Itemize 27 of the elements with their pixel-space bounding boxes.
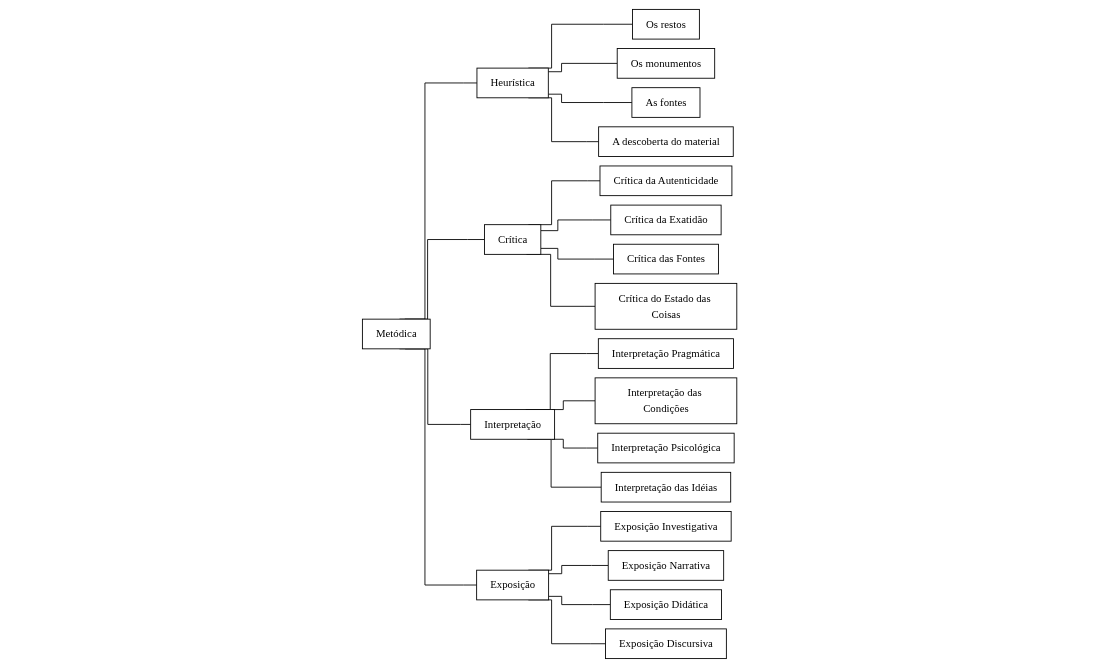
connector: [547, 62, 618, 73]
connector: [548, 565, 609, 575]
node-box: Exposição Didática: [609, 589, 722, 620]
connector: [548, 595, 611, 606]
node-box: Os monumentos: [616, 48, 716, 79]
node-box: A descoberta do material: [598, 126, 734, 157]
node-box: Exposição Discursiva: [604, 628, 727, 660]
node-box: Exposição Narrativa: [607, 550, 724, 581]
node-box: Crítica da Autenticidade: [599, 165, 733, 197]
node-box: Exposição: [476, 569, 549, 601]
node-box: As fontes: [631, 87, 701, 118]
node-box: Metódica: [361, 318, 431, 350]
node-box: Heurística: [476, 67, 549, 99]
node-box: Interpretação das Idéias: [600, 471, 732, 503]
node-box: Interpretação Psicológica: [597, 432, 735, 464]
node-box: Crítica da Exatidão: [610, 204, 722, 236]
node-box: Crítica das Fontes: [612, 243, 719, 275]
node-box: Exposição Investigativa: [600, 511, 732, 542]
node-box: Interpretação Pragmática: [597, 338, 734, 369]
connector: [540, 247, 614, 260]
node-box: Interpretação das Condições: [594, 377, 738, 425]
node-box: Crítica do Estado das Coisas: [594, 282, 738, 330]
node-box: Os restos: [631, 8, 700, 40]
connector: [547, 93, 633, 103]
node-box: Interpretação: [470, 409, 555, 440]
node-box: Crítica: [483, 224, 542, 255]
connector: [540, 219, 612, 232]
